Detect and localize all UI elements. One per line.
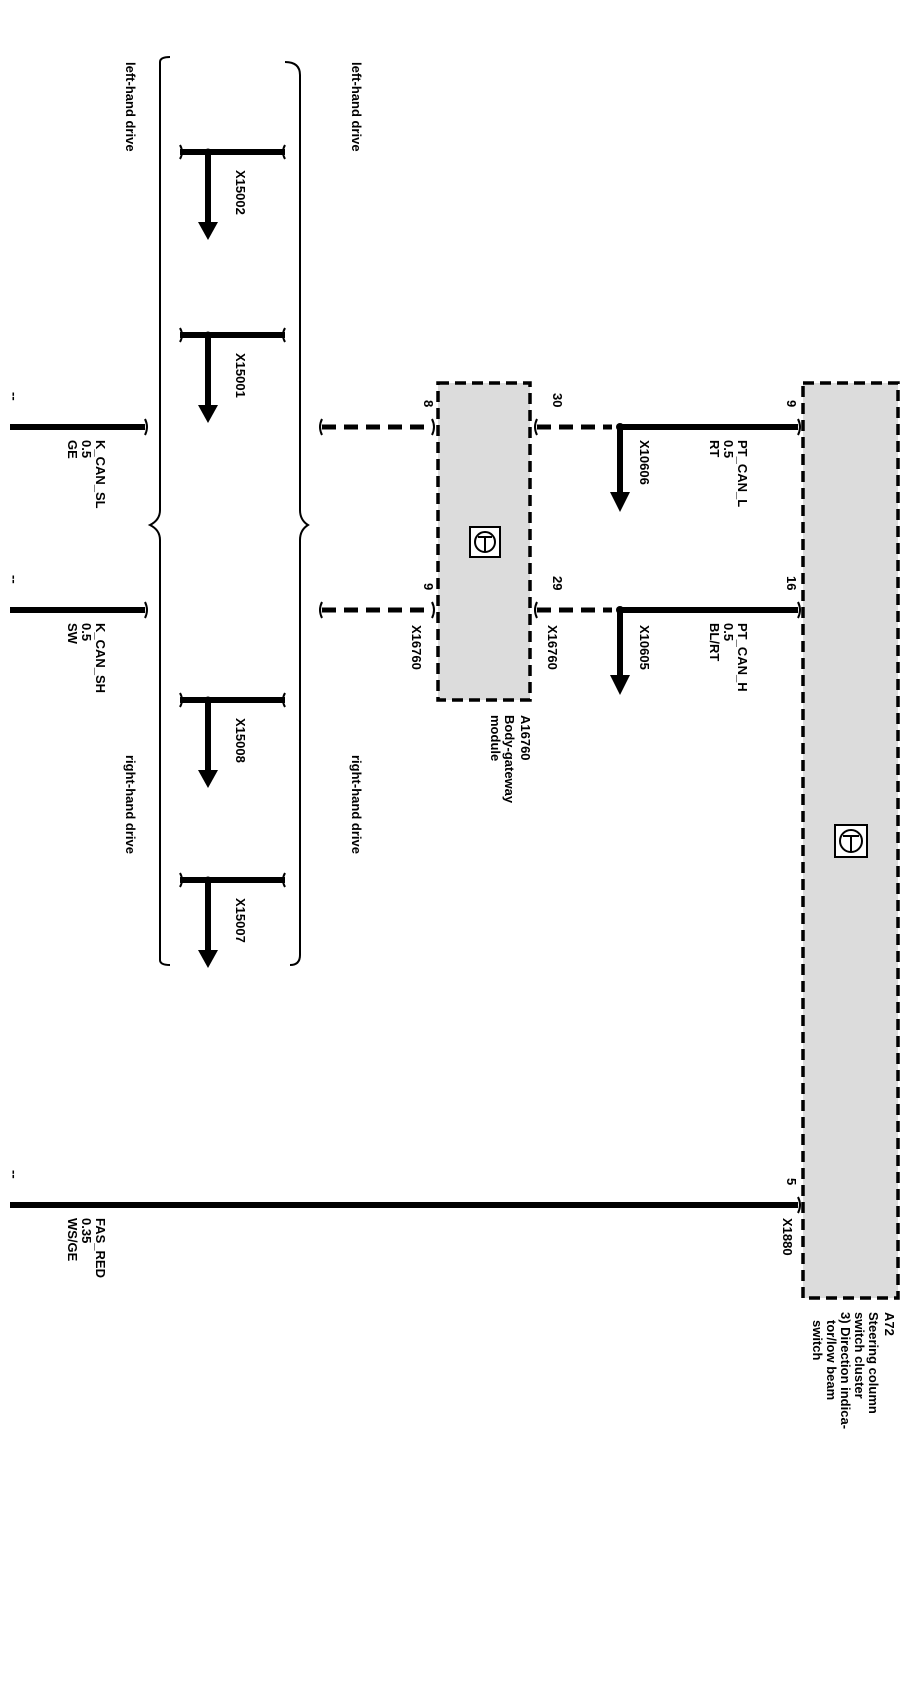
svg-text:K_CAN_SL: K_CAN_SL [93, 440, 108, 509]
svg-text:switch cluster: switch cluster [852, 1312, 867, 1399]
connector-label-x16760-a: X16760 [409, 625, 424, 670]
drive-label-left-bottom: left-hand drive [349, 62, 364, 152]
pin-5: 5 [784, 1178, 799, 1185]
a72-module-label: A72 Steering column switch cluster 3) Di… [810, 1312, 897, 1429]
svg-text:0.5: 0.5 [721, 623, 736, 641]
drive-label-right-top: right-hand drive [123, 755, 138, 854]
connector-label-x10605: X10605 [637, 625, 652, 670]
drive-label-left-top: left-hand drive [123, 62, 138, 152]
connector-x15001 [179, 327, 286, 423]
wire-pt-can-h [534, 601, 801, 695]
svg-text:WS/GE: WS/GE [65, 1218, 80, 1262]
a72-module-icon [834, 824, 868, 858]
svg-text:SW: SW [65, 623, 80, 645]
svg-text:3) Direction indica-: 3) Direction indica- [838, 1312, 853, 1429]
wire-label-pt-can-h: PT_CAN_H 0.5 BL/RT [707, 623, 750, 692]
wire-label-k-can-sl: K_CAN_SL 0.5 GE [65, 440, 108, 509]
svg-text:BL/RT: BL/RT [707, 623, 722, 661]
svg-text:0.5: 0.5 [79, 440, 94, 458]
connector-label-x16760-b: X16760 [545, 625, 560, 670]
connector-x15007 [179, 872, 286, 968]
connector-label-x15002: X15002 [233, 170, 248, 215]
connector-x15008 [179, 692, 286, 788]
svg-text:FAS_RED: FAS_RED [93, 1218, 108, 1278]
edge-marker-3: -- [7, 1170, 22, 1179]
wire-label-pt-can-l: PT_CAN_L 0.5 RT [707, 440, 750, 507]
svg-text:A72: A72 [882, 1312, 897, 1336]
connector-x15002 [179, 144, 286, 240]
connector-label-x10606: X10606 [637, 440, 652, 485]
edge-marker-2: -- [7, 575, 22, 584]
svg-text:PT_CAN_L: PT_CAN_L [735, 440, 750, 507]
svg-text:GE: GE [65, 440, 80, 459]
drive-bracket-right [284, 61, 310, 966]
edge-marker-1: -- [7, 392, 22, 401]
svg-text:0.5: 0.5 [721, 440, 736, 458]
svg-text:Body-gateway: Body-gateway [502, 715, 517, 804]
pin-9-a72: 9 [784, 400, 799, 407]
svg-text:switch: switch [810, 1320, 825, 1361]
drive-label-right-bottom: right-hand drive [349, 755, 364, 854]
gateway-module-label: A16760 Body-gateway module [488, 715, 533, 804]
svg-text:0.5: 0.5 [79, 623, 94, 641]
gateway-module-icon [469, 526, 501, 558]
drive-bracket [147, 56, 171, 966]
wire-label-fas-red: FAS_RED 0.35 WS/GE [65, 1218, 108, 1278]
connector-label-x15001: X15001 [233, 353, 248, 398]
pin-9-gateway: 9 [421, 583, 436, 590]
wire-k-can-sl [10, 418, 435, 436]
pin-16: 16 [784, 576, 799, 590]
svg-text:tor/low beam: tor/low beam [824, 1320, 839, 1400]
svg-text:RT: RT [707, 440, 722, 457]
wire-fas-red [10, 1196, 801, 1214]
pin-29: 29 [550, 576, 565, 590]
connector-label-x1880: X1880 [780, 1218, 795, 1256]
connector-label-x15008: X15008 [233, 718, 248, 763]
svg-text:0.35: 0.35 [79, 1218, 94, 1243]
pin-8: 8 [421, 400, 436, 407]
svg-text:module: module [488, 715, 503, 761]
svg-text:PT_CAN_H: PT_CAN_H [735, 623, 750, 692]
svg-text:K_CAN_SH: K_CAN_SH [93, 623, 108, 693]
connector-label-x15007: X15007 [233, 898, 248, 943]
svg-text:A16760: A16760 [518, 715, 533, 761]
wire-pt-can-l [534, 418, 801, 512]
pin-30: 30 [550, 393, 565, 407]
wire-k-can-sh [10, 601, 435, 619]
svg-text:Steering column: Steering column [866, 1312, 881, 1414]
wire-label-k-can-sh: K_CAN_SH 0.5 SW [65, 623, 108, 693]
